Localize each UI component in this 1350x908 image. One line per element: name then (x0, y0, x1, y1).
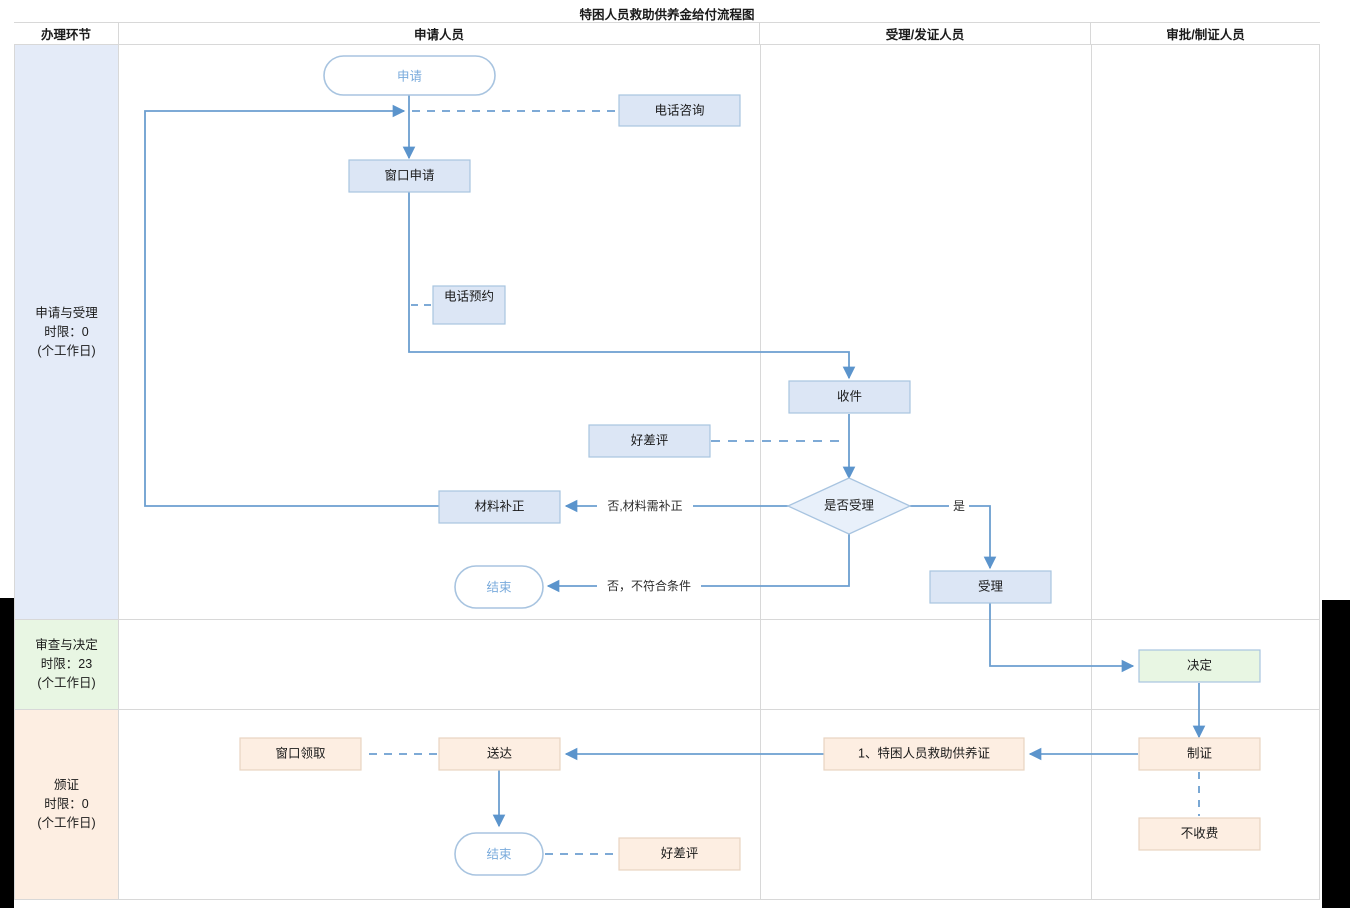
node-window-pickup-label: 窗口领取 (275, 746, 326, 760)
lane-divider-approver (1091, 45, 1092, 899)
node-phone-consult-label: 电话咨询 (654, 102, 704, 117)
edge-label-no-fix: 否,材料需补正 (607, 499, 682, 513)
node-decision[interactable]: 决定 (1138, 649, 1261, 683)
node-phone-booking-label: 电话预约 (444, 288, 494, 303)
node-end-lower-label: 结束 (486, 847, 512, 861)
edge-window-to-receive (408, 192, 856, 380)
column-header-applicant: 申请人员 (119, 23, 760, 44)
edge-accept-to-decision (989, 603, 1135, 673)
node-window-apply[interactable]: 窗口申请 (348, 159, 471, 193)
node-make-cert[interactable]: 制证 (1138, 737, 1261, 771)
node-accept[interactable]: 受理 (929, 570, 1052, 604)
node-end-upper[interactable]: 结束 (454, 565, 544, 609)
column-header-row: 办理环节 申请人员 受理/发证人员 审批/制证人员 (14, 23, 1320, 45)
edge-label-bg-yes (949, 497, 969, 515)
edge-decide-to-accept (910, 505, 997, 570)
node-apply-label: 申请 (397, 69, 422, 83)
node-decision-label: 决定 (1187, 657, 1212, 672)
node-deliver-label: 送达 (487, 745, 513, 760)
edge-fix-to-apply (144, 104, 439, 507)
edge-artifact-right (1322, 600, 1350, 908)
node-review-lower[interactable]: 好差评 (618, 837, 741, 871)
node-make-cert-label: 制证 (1187, 746, 1213, 760)
node-decide-accept[interactable]: 是否受理 (786, 477, 912, 535)
edge-artifact-left (0, 598, 14, 908)
lane-row-review (119, 620, 1319, 710)
node-window-pickup[interactable]: 窗口领取 (239, 737, 362, 771)
node-receive[interactable]: 收件 (788, 380, 911, 414)
node-window-apply-label: 窗口申请 (384, 168, 434, 182)
edge-label-bg-no-fix (597, 497, 693, 515)
stage-limit-issue: 时限：0 (44, 797, 89, 811)
stage-limit-application: 时限：0 (44, 324, 89, 339)
stage-name-issue: 颁证 (53, 778, 79, 792)
stage-name-review: 审查与决定 (35, 638, 98, 652)
edge-label-yes: 是 (953, 499, 965, 513)
node-apply[interactable]: 申请 (323, 55, 496, 96)
stage-unit-issue: (个工作日) (37, 816, 96, 830)
node-certificate-label: 1、特困人员救助供养证 (858, 745, 990, 760)
node-receive-label: 收件 (837, 389, 862, 403)
column-header-approver: 审批/制证人员 (1166, 28, 1245, 42)
column-header-acceptor: 受理/发证人员 (760, 23, 1091, 44)
lane-divider-acceptor (760, 45, 761, 899)
edge-label-no-cond: 否，不符合条件 (607, 578, 691, 593)
node-phone-booking[interactable]: 电话预约 (432, 285, 506, 325)
stage-name-application: 申请与受理 (35, 305, 98, 320)
node-review-upper-label: 好差评 (631, 433, 669, 447)
node-decide-accept-label: 是否受理 (824, 498, 875, 512)
node-end-upper-label: 结束 (486, 580, 512, 594)
column-header-stage: 办理环节 (14, 23, 119, 44)
node-no-fee[interactable]: 不收费 (1138, 817, 1261, 851)
node-material-fix[interactable]: 材料补正 (438, 490, 561, 524)
node-review-upper[interactable]: 好差评 (588, 424, 711, 458)
stage-cell-application: 申请与受理 时限：0 (个工作日) (15, 45, 119, 620)
stage-limit-review: 时限：23 (40, 657, 93, 671)
stage-unit-application: (个工作日) (37, 343, 96, 358)
node-deliver[interactable]: 送达 (438, 737, 561, 771)
stage-cell-issue: 颁证 时限：0 (个工作日) (15, 710, 119, 899)
lane-row-application (119, 45, 1319, 620)
stage-unit-review: (个工作日) (37, 676, 96, 690)
page-title: 特困人员救助供养金给付流程图 (14, 4, 1320, 23)
stage-cell-review: 审查与决定 时限：23 (个工作日) (15, 620, 119, 710)
node-accept-label: 受理 (978, 579, 1004, 593)
node-certificate[interactable]: 1、特困人员救助供养证 (823, 737, 1025, 771)
node-phone-consult[interactable]: 电话咨询 (618, 94, 741, 127)
edge-labels: 否,材料需补正 是 否，不符合条件 (597, 497, 969, 595)
node-no-fee-label: 不收费 (1181, 826, 1219, 840)
node-material-fix-label: 材料补正 (474, 498, 524, 513)
node-review-lower-label: 好差评 (661, 846, 699, 860)
edge-label-bg-no-cond (597, 577, 701, 595)
node-end-lower[interactable]: 结束 (454, 832, 544, 876)
